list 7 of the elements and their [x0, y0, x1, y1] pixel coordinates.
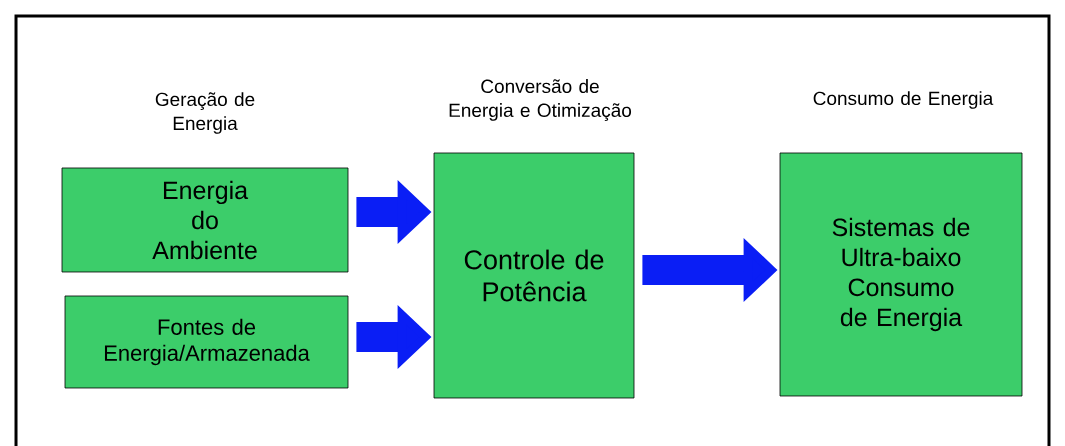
- process-box: Energia do Ambiente: [61, 167, 349, 273]
- process-box: Controle de Potência: [433, 152, 635, 399]
- column-heading: Consumo de Energia: [813, 91, 994, 109]
- column-heading: Conversão de Energia e Otimização: [449, 79, 632, 121]
- process-box: Fontes de Energia/Armazenada: [64, 295, 349, 389]
- process-box: Sistemas de Ultra-baixo Consumo de Energia: [779, 152, 1023, 397]
- column-heading: Geração de Energia: [155, 92, 255, 134]
